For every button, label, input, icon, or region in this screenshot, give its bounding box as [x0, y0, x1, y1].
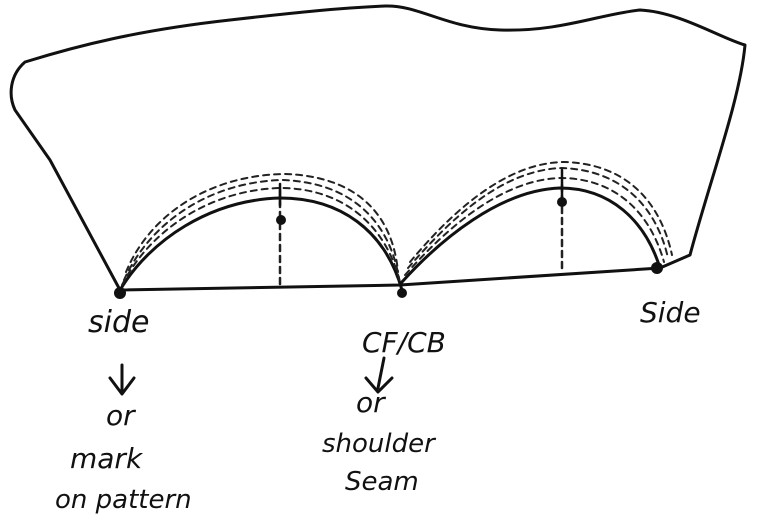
right-side-dot — [651, 262, 663, 274]
left-arch — [118, 196, 404, 292]
right-dashed-arch-2 — [407, 166, 669, 269]
center-dot — [397, 288, 407, 298]
left-midpoint-dot — [276, 215, 286, 225]
left-note-line1: or — [106, 399, 136, 432]
right-midpoint-dot — [557, 197, 567, 207]
left-note-line3: on pattern — [55, 485, 192, 515]
center-note-line2: shoulder — [322, 429, 437, 459]
label-center: CF/CB — [362, 326, 446, 359]
label-right-side: Side — [640, 296, 701, 329]
center-note-line3: Seam — [345, 467, 419, 497]
left-dashed-arch-3 — [125, 172, 399, 273]
left-arrow-icon — [108, 363, 136, 396]
center-arrow-icon — [364, 356, 394, 394]
right-dashed-arch-3 — [409, 160, 673, 263]
center-note-line1: or — [356, 386, 386, 419]
left-dashed-arch-2 — [123, 178, 400, 281]
label-left-side: side — [88, 305, 149, 340]
left-side-dot — [114, 287, 126, 299]
left-note-line2: mark — [70, 442, 144, 475]
garment-outline — [9, 4, 747, 292]
right-arch — [400, 186, 662, 284]
left-dashed-arch-1 — [121, 186, 401, 286]
baseline — [118, 266, 662, 292]
right-dashed-arch-1 — [404, 176, 665, 276]
